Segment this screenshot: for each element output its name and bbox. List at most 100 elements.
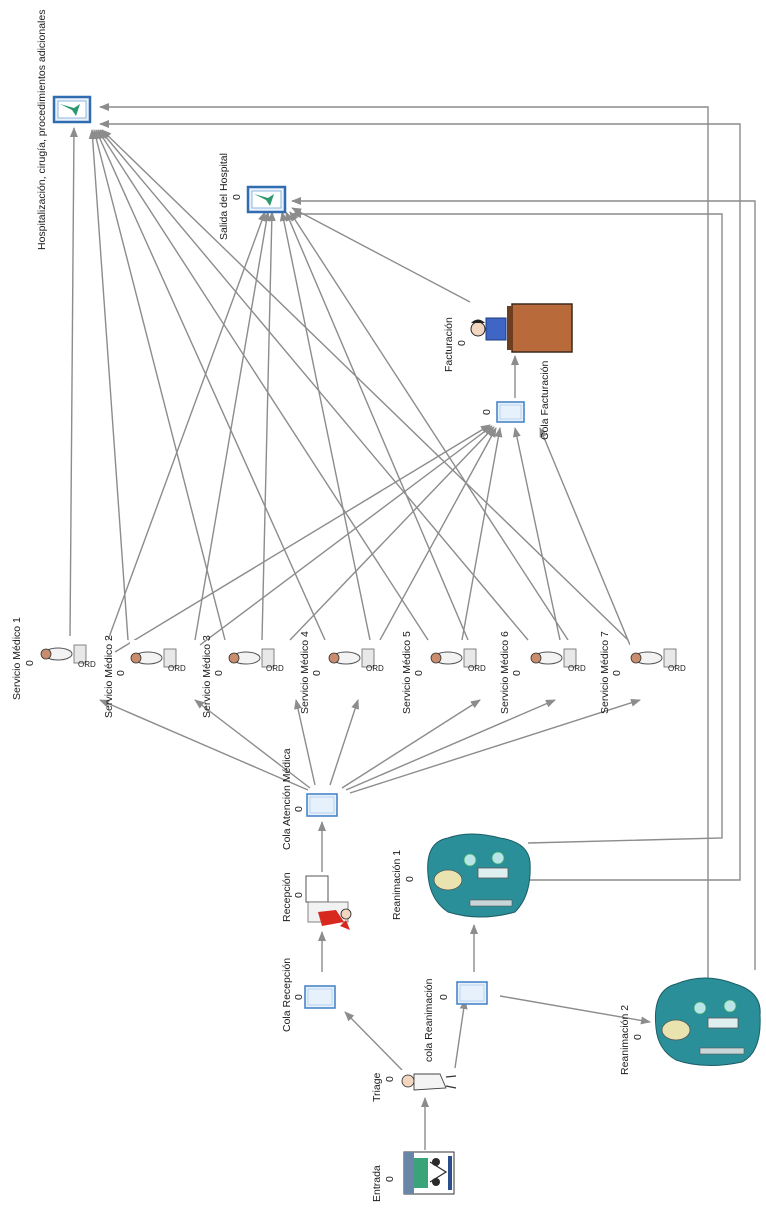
doctor-icon: ORD xyxy=(630,640,686,674)
doctor-icon: ORD xyxy=(130,640,186,674)
node-label: Servicio Médico 3 xyxy=(201,635,213,718)
connector-servicio-7-salida xyxy=(290,212,568,640)
node-count: 0 xyxy=(293,892,305,898)
cashier-desk-icon xyxy=(471,304,572,352)
connector-servicio-5-cola-facturacion xyxy=(462,428,500,640)
node-reanimacion-1[interactable]: Reanimación 1 0 xyxy=(391,834,530,920)
node-label: Cola Recepción xyxy=(281,958,293,1032)
node-label: Facturación xyxy=(443,317,455,372)
operating-room-icon xyxy=(428,834,531,917)
node-label: Entrada xyxy=(371,1165,383,1202)
node-label: Recepción xyxy=(281,872,293,922)
node-count: 0 xyxy=(293,994,305,1000)
node-label: Servicio Médico 7 xyxy=(599,631,611,714)
node-salida-hospital[interactable]: Salida del Hospital 0 xyxy=(218,153,285,240)
node-count: 0 xyxy=(511,670,523,676)
node-reanimacion-2[interactable]: Reanimación 2 0 xyxy=(619,978,760,1075)
doctor-icon: ORD xyxy=(328,640,384,674)
node-count: 0 xyxy=(293,806,305,812)
node-label: Reanimación 2 xyxy=(619,1005,631,1075)
svg-text:ORD: ORD xyxy=(168,664,186,673)
node-label: Hospitalización, cirugía, procedimientos… xyxy=(36,10,48,250)
node-servicio-medico-4[interactable]: Servicio Médico 4 0 ORD xyxy=(299,631,384,714)
node-recepcion[interactable]: Recepción 0 xyxy=(281,872,351,930)
connector-servicio-5-salida xyxy=(282,212,370,640)
node-label: Servicio Médico 6 xyxy=(499,631,511,714)
exit-sink-icon xyxy=(54,97,90,122)
node-label: Servicio Médico 1 xyxy=(11,617,23,700)
connector-triage-cola-reanimacion xyxy=(455,1000,465,1068)
node-label: Salida del Hospital xyxy=(218,153,230,240)
nurse-icon xyxy=(400,1070,458,1094)
connector-servicio-6-hospitalizacion xyxy=(100,130,528,640)
node-servicio-medico-6[interactable]: Servicio Médico 6 0 ORD xyxy=(499,631,586,714)
svg-text:ORD: ORD xyxy=(668,664,686,673)
node-label: Servicio Médico 4 xyxy=(299,631,311,714)
node-hospitalizacion[interactable]: Hospitalización, cirugía, procedimientos… xyxy=(36,10,90,250)
svg-text:ORD: ORD xyxy=(266,664,284,673)
connector-servicio-3-salida xyxy=(195,212,268,640)
node-count: 0 xyxy=(384,1076,396,1082)
node-servicio-medico-2[interactable]: Servicio Médico 2 0 ORD xyxy=(103,635,186,718)
node-facturacion[interactable]: Facturación 0 xyxy=(443,304,572,372)
node-label: Cola Atención Médica xyxy=(281,748,293,850)
connector-servicio-3-hospitalizacion xyxy=(94,130,225,640)
node-servicio-medico-1[interactable]: Servicio Médico 1 0 ORD xyxy=(11,617,96,700)
node-cola-recepcion[interactable]: Cola Recepción 0 xyxy=(281,958,335,1032)
svg-text:ORD: ORD xyxy=(78,660,96,669)
node-count: 0 xyxy=(115,670,127,676)
connector-cola-atencion-servicio-7 xyxy=(350,700,640,793)
node-count: 0 xyxy=(438,994,450,1000)
node-label: Triage xyxy=(371,1072,383,1102)
node-count: 0 xyxy=(632,1034,644,1040)
doctor-icon: ORD xyxy=(228,640,284,674)
node-count: 0 xyxy=(456,340,468,346)
node-cola-atencion-medica[interactable]: Cola Atención Médica 0 xyxy=(281,748,337,850)
connector-cola-atencion-servicio-6 xyxy=(346,700,555,790)
connector-servicio-4-hospitalizacion xyxy=(96,130,325,640)
svg-text:ORD: ORD xyxy=(468,664,486,673)
connector-reanimacion-1-hospitalizacion xyxy=(100,124,740,880)
doctor-icon: ORD xyxy=(430,640,486,674)
node-label: Reanimación 1 xyxy=(391,850,403,920)
node-count: 0 xyxy=(311,670,323,676)
connector-servicio-6-salida xyxy=(286,212,468,640)
queue-icon xyxy=(457,982,487,1004)
operating-room-icon xyxy=(655,978,760,1066)
connectors xyxy=(70,107,755,1150)
node-label: Cola Facturación xyxy=(539,360,551,440)
connector-cola-atencion-servicio-4 xyxy=(330,700,358,785)
node-count: 0 xyxy=(24,660,36,666)
node-servicio-medico-7[interactable]: Servicio Médico 7 0 ORD xyxy=(599,631,686,714)
node-count: 0 xyxy=(481,409,493,415)
node-count: 0 xyxy=(231,194,243,200)
node-entrada[interactable]: Entrada 0 xyxy=(371,1152,454,1202)
svg-text:ORD: ORD xyxy=(568,664,586,673)
svg-text:ORD: ORD xyxy=(366,664,384,673)
connector-servicio-1-hospitalizacion xyxy=(70,128,74,638)
node-count: 0 xyxy=(213,670,225,676)
node-cola-reanimacion[interactable]: cola Reanimación 0 xyxy=(423,978,487,1062)
connector-triage-cola-recepcion xyxy=(345,1012,402,1070)
node-triage[interactable]: Triage 0 xyxy=(371,1070,458,1102)
receptionist-icon xyxy=(306,876,351,930)
node-label: Servicio Médico 2 xyxy=(103,635,115,718)
connector-servicio-3-cola-facturacion xyxy=(290,427,494,640)
node-cola-facturacion[interactable]: Cola Facturación 0 xyxy=(481,360,551,440)
node-count: 0 xyxy=(611,670,623,676)
node-label: cola Reanimación xyxy=(423,978,435,1062)
node-count: 0 xyxy=(413,670,425,676)
queue-icon xyxy=(305,986,335,1008)
node-servicio-medico-3[interactable]: Servicio Médico 3 0 ORD xyxy=(201,635,284,718)
queue-icon xyxy=(307,794,337,816)
connector-servicio-4-cola-facturacion xyxy=(380,428,496,640)
node-servicio-medico-5[interactable]: Servicio Médico 5 0 ORD xyxy=(401,631,486,714)
arrivals-icon xyxy=(404,1152,454,1194)
exit-sink-icon xyxy=(248,187,285,212)
connector-servicio-4-salida xyxy=(262,212,272,640)
node-count: 0 xyxy=(404,876,416,882)
queue-icon xyxy=(497,402,524,422)
doctor-icon: ORD xyxy=(40,636,96,670)
node-count: 0 xyxy=(384,1176,396,1182)
